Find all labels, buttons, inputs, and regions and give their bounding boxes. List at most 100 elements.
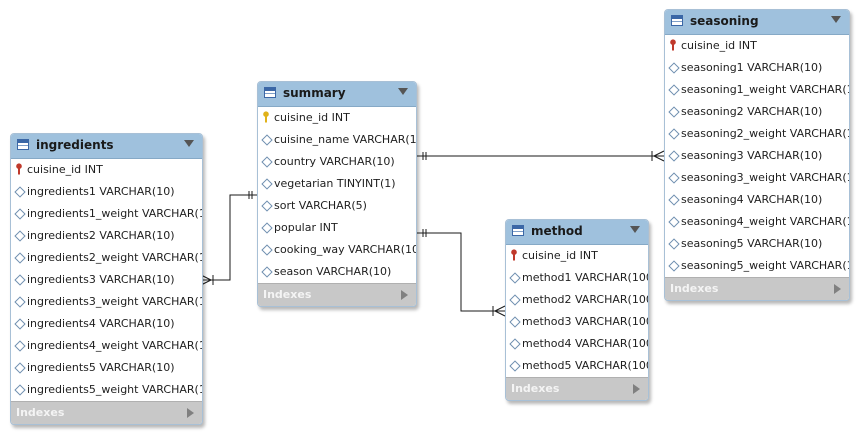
many-marker	[653, 150, 665, 157]
indexes-bar[interactable]: Indexes	[665, 277, 849, 300]
column-row[interactable]: ingredients5_weight VARCHAR(10)	[11, 379, 202, 401]
column-label: country VARCHAR(10)	[274, 155, 395, 168]
column-row[interactable]: sort VARCHAR(5)	[258, 195, 416, 217]
column-label: cuisine_id INT	[522, 249, 598, 262]
column-row[interactable]: seasoning3 VARCHAR(10)	[665, 145, 849, 167]
column-label: ingredients4 VARCHAR(10)	[27, 317, 175, 330]
table-icon	[264, 87, 276, 98]
collapse-arrow-icon[interactable]	[398, 88, 408, 95]
column-diamond-icon	[668, 106, 680, 118]
column-row[interactable]: cuisine_id INT	[258, 107, 416, 129]
column-label: seasoning1 VARCHAR(10)	[681, 61, 823, 74]
column-row[interactable]: ingredients5 VARCHAR(10)	[11, 357, 202, 379]
column-label: seasoning2_weight VARCHAR(10)	[681, 127, 850, 140]
column-row[interactable]: method5 VARCHAR(100)	[506, 355, 648, 377]
indexes-bar[interactable]: Indexes	[258, 283, 416, 306]
table-header[interactable]: ingredients	[11, 134, 202, 159]
column-row[interactable]: season VARCHAR(10)	[258, 261, 416, 283]
column-label: ingredients1 VARCHAR(10)	[27, 185, 175, 198]
column-row[interactable]: cuisine_id INT	[11, 159, 202, 181]
column-diamond-icon	[509, 316, 521, 328]
column-label: ingredients4_weight VARCHAR(10)	[27, 339, 203, 352]
column-row[interactable]: popular INT	[258, 217, 416, 239]
column-row[interactable]: cuisine_name VARCHAR(10)	[258, 129, 416, 151]
column-label: popular INT	[274, 221, 338, 234]
column-row[interactable]: method2 VARCHAR(100)	[506, 289, 648, 311]
collapse-arrow-icon[interactable]	[184, 140, 194, 147]
collapse-arrow-icon[interactable]	[831, 16, 841, 23]
column-row[interactable]: method1 VARCHAR(100)	[506, 267, 648, 289]
column-diamond-icon	[261, 222, 273, 234]
column-row[interactable]: seasoning2_weight VARCHAR(10)	[665, 123, 849, 145]
indexes-bar[interactable]: Indexes	[506, 377, 648, 400]
column-diamond-icon	[14, 362, 26, 374]
column-row[interactable]: seasoning5 VARCHAR(10)	[665, 233, 849, 255]
column-row[interactable]: cuisine_id INT	[665, 35, 849, 57]
column-label: cuisine_id INT	[681, 39, 757, 52]
column-row[interactable]: ingredients3_weight VARCHAR(10)	[11, 291, 202, 313]
column-row[interactable]: ingredients1_weight VARCHAR(10)	[11, 203, 202, 225]
column-diamond-icon	[668, 84, 680, 96]
column-row[interactable]: method3 VARCHAR(100)	[506, 311, 648, 333]
column-diamond-icon	[668, 128, 680, 140]
column-row[interactable]: ingredients4 VARCHAR(10)	[11, 313, 202, 335]
column-diamond-icon	[14, 230, 26, 242]
column-diamond-icon	[14, 296, 26, 308]
column-row[interactable]: cooking_way VARCHAR(10)	[258, 239, 416, 261]
column-label: cuisine_name VARCHAR(10)	[274, 133, 417, 146]
table-header[interactable]: summary	[258, 82, 416, 107]
many-marker	[653, 155, 665, 162]
column-diamond-icon	[261, 178, 273, 190]
column-label: vegetarian TINYINT(1)	[274, 177, 396, 190]
column-row[interactable]: ingredients2 VARCHAR(10)	[11, 225, 202, 247]
column-diamond-icon	[261, 244, 273, 256]
column-row[interactable]: ingredients2_weight VARCHAR(10)	[11, 247, 202, 269]
column-label: ingredients5_weight VARCHAR(10)	[27, 383, 203, 396]
collapse-arrow-icon[interactable]	[630, 226, 640, 233]
table-icon	[512, 225, 524, 236]
column-row[interactable]: method4 VARCHAR(100)	[506, 333, 648, 355]
indexes-label: Indexes	[670, 282, 719, 295]
column-diamond-icon	[14, 208, 26, 220]
column-row[interactable]: seasoning4 VARCHAR(10)	[665, 189, 849, 211]
column-diamond-icon	[14, 252, 26, 264]
column-row[interactable]: seasoning4_weight VARCHAR(10)	[665, 211, 849, 233]
column-diamond-icon	[668, 62, 680, 74]
table-seasoning[interactable]: seasoning cuisine_id INT seasoning1 VARCHA…	[664, 9, 850, 301]
expand-arrow-icon[interactable]	[401, 290, 408, 300]
column-diamond-icon	[14, 384, 26, 396]
column-row[interactable]: seasoning3_weight VARCHAR(10)	[665, 167, 849, 189]
table-icon	[671, 15, 683, 26]
column-row[interactable]: ingredients4_weight VARCHAR(10)	[11, 335, 202, 357]
expand-arrow-icon[interactable]	[187, 408, 194, 418]
column-row[interactable]: ingredients1 VARCHAR(10)	[11, 181, 202, 203]
column-row[interactable]: seasoning1_weight VARCHAR(10)	[665, 79, 849, 101]
expand-arrow-icon[interactable]	[834, 284, 841, 294]
column-row[interactable]: vegetarian TINYINT(1)	[258, 173, 416, 195]
expand-arrow-icon[interactable]	[633, 384, 640, 394]
column-row[interactable]: seasoning1 VARCHAR(10)	[665, 57, 849, 79]
table-header[interactable]: seasoning	[665, 10, 849, 35]
column-diamond-icon	[509, 294, 521, 306]
indexes-bar[interactable]: Indexes	[11, 401, 202, 424]
indexes-label: Indexes	[511, 382, 560, 395]
column-label: season VARCHAR(10)	[274, 265, 392, 278]
table-ingredients[interactable]: ingredients cuisine_id INT ingredients1 VA…	[10, 133, 203, 425]
table-method[interactable]: method cuisine_id INT method1 VARCHAR(100)…	[505, 219, 649, 401]
column-row[interactable]: country VARCHAR(10)	[258, 151, 416, 173]
primary-key-icon	[670, 39, 676, 51]
column-label: seasoning5 VARCHAR(10)	[681, 237, 823, 250]
column-row[interactable]: seasoning5_weight VARCHAR(10)	[665, 255, 849, 277]
column-row[interactable]: seasoning2 VARCHAR(10)	[665, 101, 849, 123]
column-diamond-icon	[261, 156, 273, 168]
column-label: seasoning4_weight VARCHAR(10)	[681, 215, 850, 228]
column-row[interactable]: ingredients3 VARCHAR(10)	[11, 269, 202, 291]
table-header[interactable]: method	[506, 220, 648, 245]
table-name: seasoning	[690, 14, 759, 28]
column-label: seasoning3 VARCHAR(10)	[681, 149, 823, 162]
column-label: ingredients2 VARCHAR(10)	[27, 229, 175, 242]
column-label: cuisine_id INT	[27, 163, 103, 176]
column-row[interactable]: cuisine_id INT	[506, 245, 648, 267]
